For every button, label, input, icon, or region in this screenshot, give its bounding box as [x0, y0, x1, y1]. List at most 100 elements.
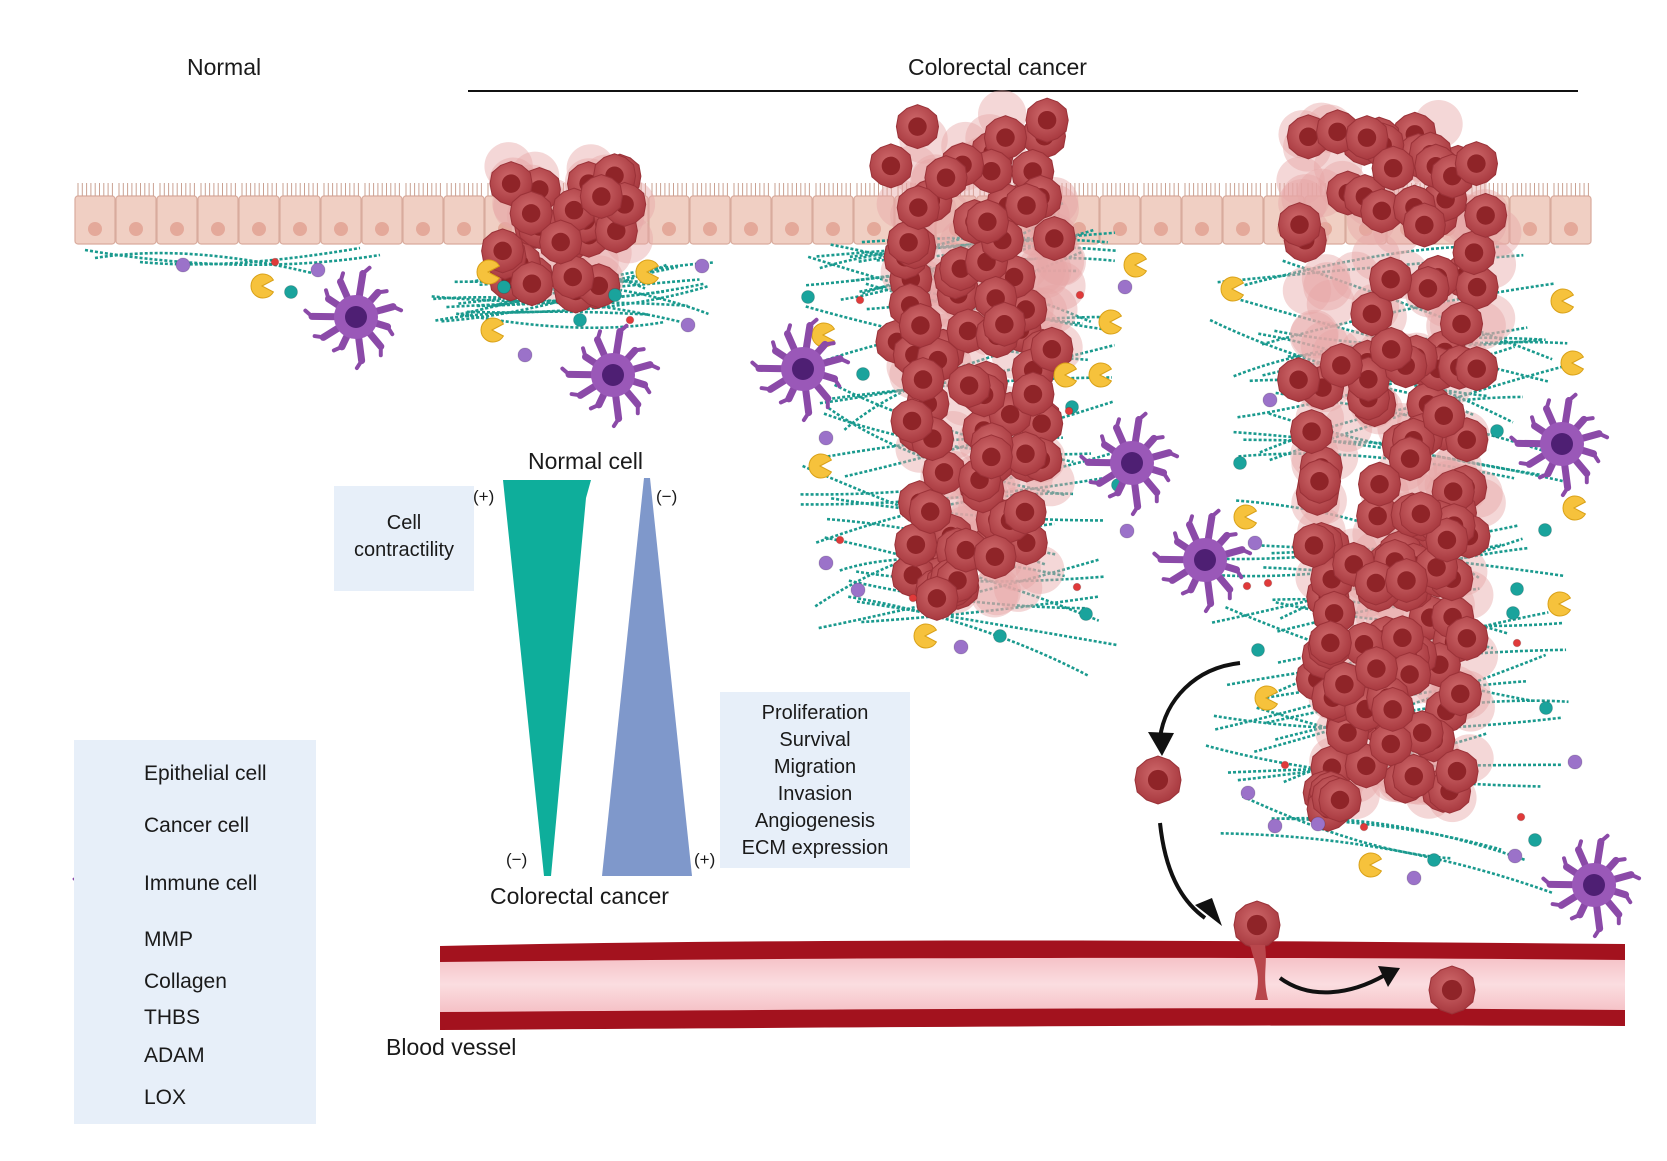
- adam-icon: [856, 367, 870, 381]
- thbs-icon: [1567, 754, 1583, 770]
- tumor: [869, 90, 1086, 621]
- cancer-cell: [922, 449, 966, 495]
- collagen-fiber: [139, 246, 361, 266]
- collagen-fiber: [433, 296, 681, 324]
- adam-icon: [1539, 701, 1553, 715]
- epithelial-cell: [1222, 183, 1264, 245]
- gradient-wedges: [503, 478, 692, 876]
- cancer-cell: [896, 185, 940, 231]
- cancer-cell: [1392, 753, 1436, 799]
- right-bottom-sign: (+): [694, 850, 716, 869]
- collagen-fiber: [1282, 259, 1553, 361]
- ecm-proteins: [175, 252, 1587, 886]
- lox-icon: [1072, 582, 1082, 592]
- collagen-fiber: [1241, 795, 1453, 860]
- cancer-cell: [1438, 671, 1482, 717]
- cancer-cell: [510, 261, 554, 307]
- cell-contractility-box: Cell contractility: [334, 486, 474, 591]
- adam-icon: [1079, 607, 1093, 621]
- epithelial-cell: [197, 183, 239, 245]
- mmp-icon: [1562, 495, 1587, 521]
- mmp-icon: [1560, 350, 1585, 376]
- legend-lox: LOX: [144, 1086, 187, 1109]
- lox-icon: [1516, 812, 1526, 822]
- epithelial-cell: [443, 183, 485, 245]
- feature-invasion: Invasion: [777, 783, 853, 805]
- thbs-icon: [310, 262, 326, 278]
- blood-vessel-label: Blood vessel: [386, 1034, 517, 1060]
- collagen-fiber: [458, 278, 700, 305]
- cancer-title: Colorectal cancer: [908, 54, 1087, 80]
- cancer-cell: [1277, 202, 1322, 248]
- cancer-cell: [1435, 748, 1479, 794]
- mmp-icon: [1053, 362, 1078, 388]
- cancer-cell: [901, 356, 945, 403]
- epithelial-cell: [771, 183, 813, 245]
- thbs-icon: [1119, 523, 1135, 539]
- collagen-fiber: [865, 282, 1083, 325]
- legend-epithelial-cell: Epithelial cell: [144, 762, 267, 785]
- collagen-fiber: [435, 310, 650, 322]
- blood-vessel: [440, 940, 1625, 1030]
- collagen-fiber: [815, 492, 1074, 544]
- immune-cell: [1079, 411, 1180, 517]
- thbs-icon: [1247, 535, 1263, 551]
- thbs-icon: [818, 555, 834, 571]
- feature-angiogenesis: Angiogenesis: [754, 810, 876, 832]
- thbs-icon: [175, 257, 191, 273]
- collagen-fiber: [816, 236, 1077, 258]
- immune-cell: [560, 323, 661, 429]
- cancer-features-box: Proliferation Survival Migration Invasio…: [720, 692, 910, 868]
- adam-icon: [1528, 833, 1542, 847]
- adam-icon: [1427, 853, 1441, 867]
- tumor-masses: [481, 90, 1522, 832]
- mmp-icon: [1358, 852, 1383, 878]
- epithelial-cell: [1099, 183, 1141, 245]
- cancer-cell: [1402, 202, 1446, 248]
- adam-icon: [1233, 456, 1247, 470]
- collagen-fiber: [1220, 832, 1555, 895]
- mmp-icon: [1254, 685, 1279, 711]
- metastasis-arrows: [1148, 661, 1400, 995]
- collagen-fiber: [455, 312, 665, 330]
- legend-cancer-cell: Cancer cell: [144, 814, 250, 837]
- cancer-cell: [1455, 264, 1499, 310]
- collagen-fiber: [1227, 763, 1563, 774]
- legend-thbs: THBS: [144, 1006, 201, 1029]
- cancer-cell: [1422, 393, 1466, 439]
- cancer-cell: [1452, 230, 1496, 276]
- gradient-bottom-label: Colorectal cancer: [490, 883, 669, 909]
- thbs-icon: [1262, 392, 1278, 408]
- mmp-icon: [635, 259, 660, 285]
- cell-contractility-wedge: [503, 480, 591, 876]
- cancer-cell: [1011, 371, 1055, 417]
- feature-proliferation: Proliferation: [761, 702, 869, 724]
- lox-icon: [855, 295, 865, 305]
- cancer-cell: [1233, 900, 1281, 950]
- epithelial-cell: [320, 183, 362, 245]
- migrating-cancer-cells: [1134, 755, 1476, 1015]
- collagen-fiber: [1237, 731, 1488, 782]
- thbs-icon: [818, 430, 834, 446]
- cancer-cell: [1464, 192, 1508, 238]
- mmp-icon: [1233, 504, 1258, 530]
- cancer-cell: [1292, 522, 1336, 569]
- cancer-cell: [1003, 489, 1047, 535]
- thbs-icon: [694, 258, 710, 274]
- epithelial-cell: [238, 183, 280, 245]
- cancer-cell: [924, 155, 968, 201]
- legend-adam: ADAM: [144, 1044, 205, 1067]
- cancer-cell: [965, 199, 1010, 245]
- cancer-cell: [895, 104, 940, 150]
- box-line: Cell: [386, 512, 422, 534]
- collagen-fiber: [1233, 430, 1564, 483]
- cancer-cell: [1289, 409, 1334, 455]
- cancer-cell: [890, 398, 934, 444]
- legend-immune-cell: Immune cell: [144, 872, 258, 895]
- cancer-cell: [947, 363, 991, 409]
- thbs-icon: [1406, 870, 1422, 886]
- collagen-fiber: [843, 341, 1042, 431]
- feature-ecm-expression: ECM expression: [741, 837, 889, 859]
- tumor: [1276, 99, 1522, 832]
- immune-cell: [750, 317, 851, 423]
